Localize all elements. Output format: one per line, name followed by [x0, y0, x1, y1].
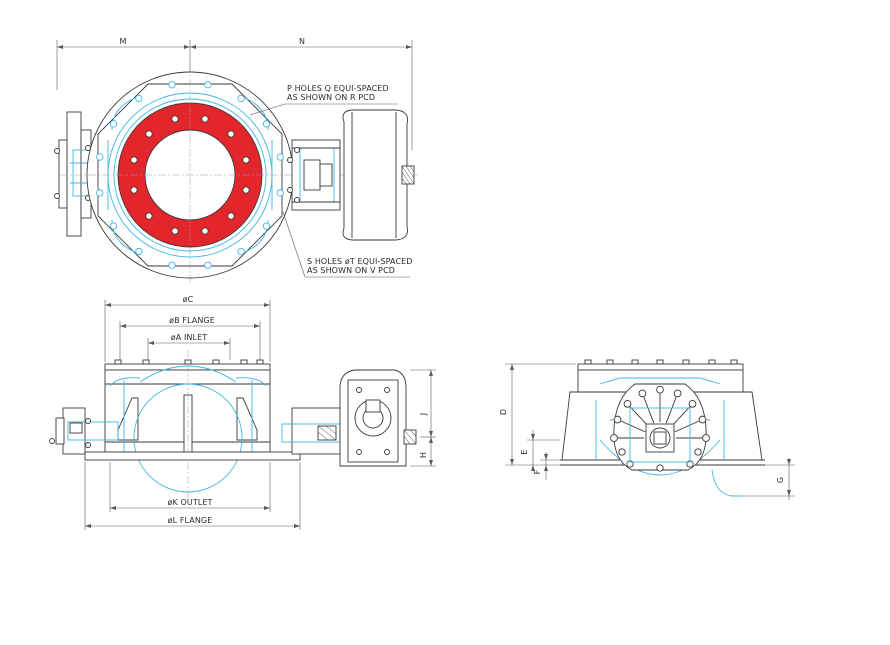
- front-view: øC øB FLANGE øA INLET: [49, 295, 436, 530]
- vane-bolt: [656, 385, 664, 394]
- outlet-bolt-hole: [262, 222, 271, 230]
- outlet-bolt-hole: [109, 222, 118, 230]
- outlet-bolt-hole: [276, 189, 284, 197]
- flange-bolt: [240, 359, 248, 365]
- inlet-bolt-hole: [242, 156, 250, 164]
- outlet-bolt-hole: [276, 153, 284, 161]
- inlet-flange-bolts: [114, 359, 264, 365]
- outlet-bolt-hole: [262, 120, 271, 128]
- vane-bolt: [673, 389, 682, 398]
- outlet-bolt-hole: [204, 81, 212, 89]
- dim-d-label: D: [499, 409, 508, 415]
- outlet-bolt-hole: [109, 120, 118, 128]
- outlet-bolt-hole: [168, 81, 176, 89]
- dim-j-label: J: [419, 413, 428, 416]
- dim-m-n: M N: [56, 37, 413, 150]
- vane-bolt: [688, 399, 697, 408]
- inlet-bolt-holes: [130, 115, 250, 235]
- inlet-bolt-hole: [145, 212, 153, 220]
- side-view: D E F G: [499, 359, 795, 500]
- dim-c-label: øC: [183, 295, 194, 304]
- inlet-bolt-hole: [227, 212, 235, 220]
- flange-bolt: [656, 359, 664, 365]
- flange-bolt: [631, 359, 639, 365]
- dim-n-label: N: [299, 37, 305, 46]
- outlet-bolt-hole: [237, 94, 245, 103]
- flange-bolt: [584, 359, 592, 365]
- vane-bolt: [698, 415, 707, 424]
- flange-bolt: [708, 359, 716, 365]
- flange-bolt: [606, 359, 614, 365]
- inlet-bolt-hole: [130, 186, 138, 194]
- flange-bolt: [682, 359, 690, 365]
- dim-a-label: øA INLET: [171, 333, 207, 342]
- outlet-bolt-holes: [96, 81, 284, 269]
- side-flange-bolts: [584, 359, 738, 365]
- dim-g-label: G: [776, 477, 785, 483]
- outlet-bolt-hole: [168, 261, 176, 269]
- flange-bolt: [256, 359, 264, 365]
- inlet-bolt-hole: [242, 186, 250, 194]
- dim-m-label: M: [119, 37, 126, 46]
- note-s-holes-line2: AS SHOWN ON V PCD: [307, 266, 395, 275]
- dim-e-label: E: [520, 449, 529, 454]
- top-view: M N: [54, 37, 420, 285]
- vane-bolt: [694, 448, 702, 456]
- dim-h-label: H: [419, 452, 428, 458]
- inlet-bolt-hole: [201, 227, 209, 235]
- inlet-bolt-hole: [171, 227, 179, 235]
- outlet-bolt-hole: [135, 94, 143, 103]
- flange-bolt: [114, 359, 122, 365]
- vane-bolt: [702, 434, 710, 442]
- flange-bolt: [730, 359, 738, 365]
- vane-bolt: [638, 389, 647, 398]
- vane-bolt: [618, 448, 626, 456]
- outlet-bolt-hole: [135, 247, 143, 256]
- vane-bolt: [613, 415, 622, 424]
- dim-l-label: øL FLANGE: [168, 516, 213, 525]
- note-p-holes-line1: P HOLES Q EQUI-SPACED: [287, 84, 389, 93]
- dim-f-label: F: [533, 469, 542, 474]
- valve-body-outline: [97, 83, 283, 267]
- inlet-flange: [104, 363, 271, 371]
- inlet-bolt-hole: [130, 156, 138, 164]
- outlet-bolt-hole: [204, 261, 212, 269]
- drive-plate: [54, 111, 100, 237]
- outlet-flange-front: [84, 451, 301, 461]
- note-s-holes-line1: S HOLES øT EQUI-SPACED: [307, 257, 413, 266]
- note-p-holes-line2: AS SHOWN ON R PCD: [287, 93, 375, 102]
- inlet-bolt-hole: [227, 130, 235, 138]
- vane-bolt: [610, 434, 618, 442]
- inlet-bolt-hole: [145, 130, 153, 138]
- rotor-vane: [617, 419, 646, 433]
- rotor-vane: [674, 419, 703, 433]
- rotor-spokes: [610, 385, 710, 472]
- gearmotor-assembly: [287, 109, 415, 241]
- vane-bolt: [623, 399, 632, 408]
- inlet-bolt-hole: [171, 115, 179, 123]
- dim-k-label: øK OUTLET: [167, 498, 212, 507]
- flange-bolt: [212, 359, 220, 365]
- outlet-bolt-hole: [96, 189, 104, 197]
- outlet-bolt-hole: [237, 247, 245, 256]
- vane-bolt: [656, 464, 664, 472]
- outlet-bolt-hole: [96, 153, 104, 161]
- flange-bolt: [142, 359, 150, 365]
- inlet-bolt-hole: [201, 115, 209, 123]
- dim-b-label: øB FLANGE: [169, 316, 215, 325]
